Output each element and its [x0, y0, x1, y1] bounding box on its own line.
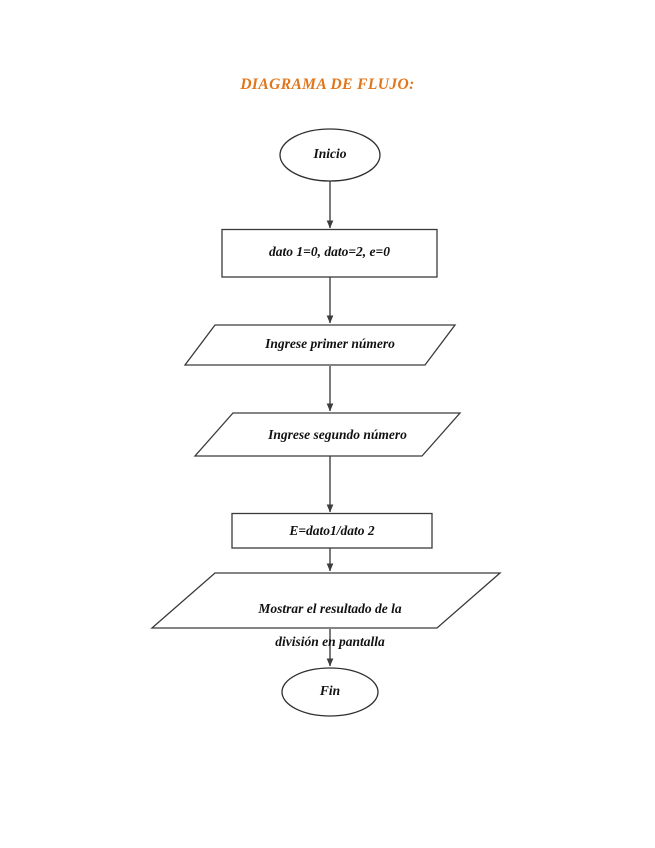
node-inicio-shape[interactable] — [279, 128, 381, 182]
node-init-vars-shape[interactable] — [221, 228, 438, 278]
node-calcular-shape[interactable] — [231, 512, 433, 549]
node-input-segundo-shape[interactable] — [193, 412, 462, 457]
node-fin-shape[interactable] — [281, 667, 379, 717]
page-title: DIAGRAMA DE FLUJO: — [240, 76, 415, 93]
node-mostrar-shape[interactable] — [150, 572, 502, 629]
node-input-primer-shape[interactable] — [183, 324, 457, 366]
